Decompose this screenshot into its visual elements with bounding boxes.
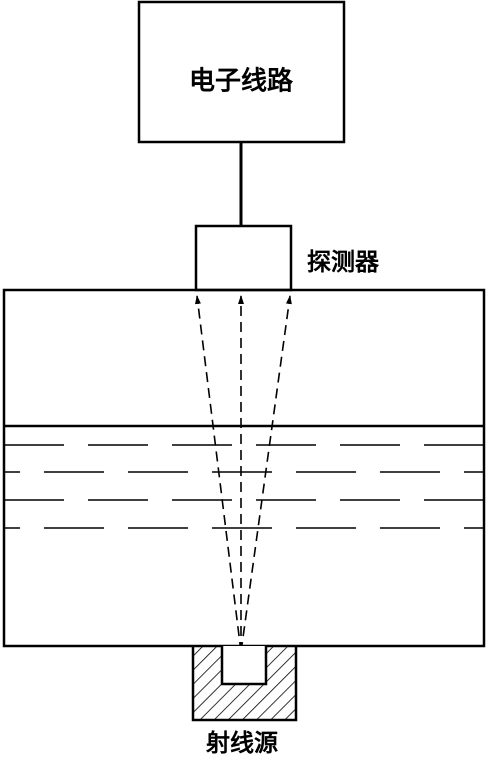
radiation-source-shield	[191, 646, 298, 722]
beam-left	[195, 295, 242, 653]
radiation-beams	[195, 295, 292, 653]
detector-label: 探测器	[307, 248, 380, 276]
detector-box	[194, 224, 293, 292]
electronics-box: 电子线路	[137, 0, 346, 144]
source-label: 射线源	[205, 729, 278, 757]
beam-right	[240, 295, 292, 653]
vessel	[2, 288, 486, 648]
electronics-label: 电子线路	[189, 66, 294, 97]
liquid-fill-lines	[4, 444, 484, 529]
